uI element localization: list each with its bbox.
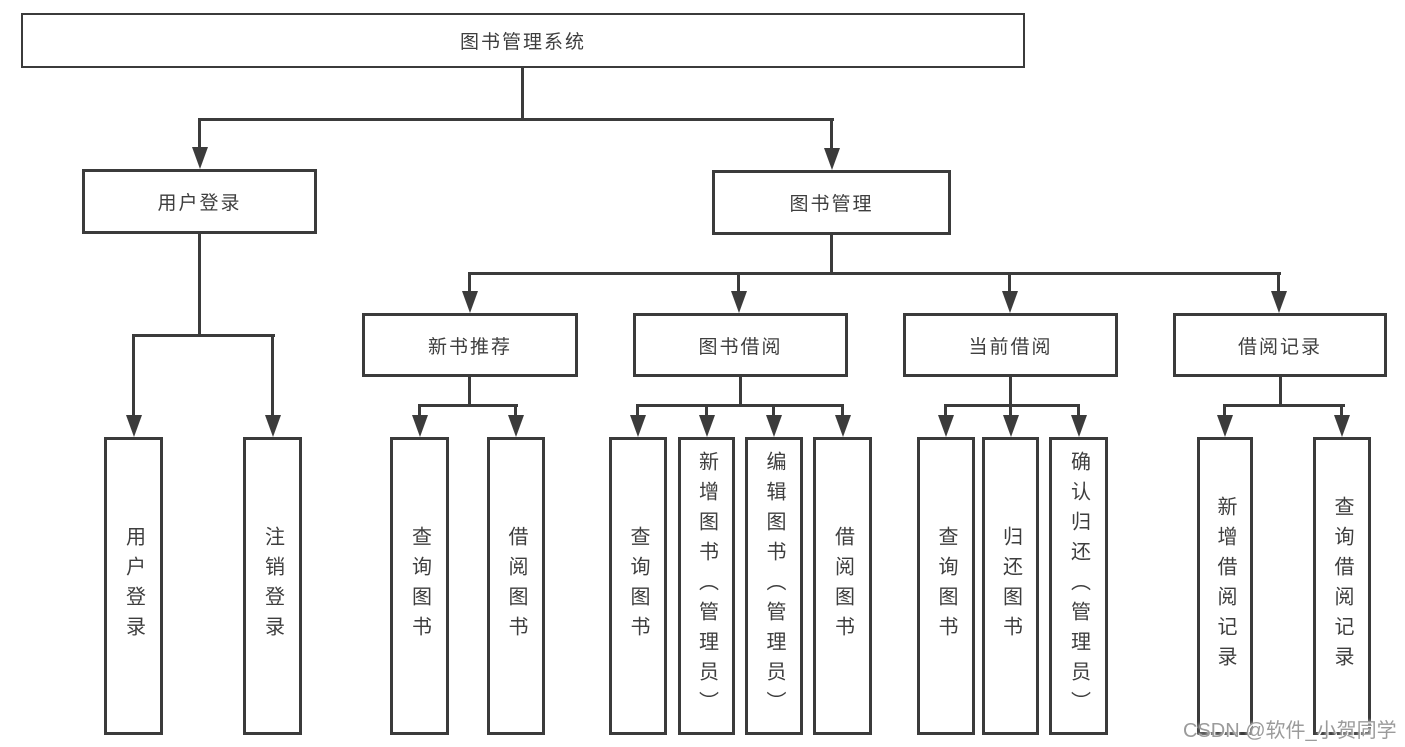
arrowhead-down-icon	[265, 415, 281, 437]
connector-to-current-borrow	[1008, 275, 1011, 293]
leaf-borrow-edit-books-admin-label: 编辑图书（管理员）	[763, 451, 785, 721]
node-current-borrow: 当前借阅	[903, 313, 1118, 377]
leaf-current-query-books-label: 查询图书	[935, 526, 957, 646]
arrowhead-down-icon	[731, 291, 747, 313]
arrowhead-down-icon	[1071, 415, 1087, 437]
connector-to-leaf-cb-query	[944, 407, 947, 415]
arrowhead-down-icon	[766, 415, 782, 437]
connector-book-management-crossbar	[468, 272, 1281, 275]
node-borrow-record-label: 借阅记录	[1237, 336, 1322, 358]
connector-root-to-user-login	[198, 121, 201, 149]
leaf-user-login-label: 用户登录	[122, 526, 145, 646]
connector-borrow-record-stem	[1279, 377, 1282, 406]
leaf-logout-label: 注销登录	[261, 526, 284, 646]
connector-root-to-book-management	[830, 121, 833, 150]
connector-to-leaf-cb-return	[1009, 407, 1012, 415]
node-book-management-label: 图书管理	[789, 194, 874, 215]
arrowhead-down-icon	[412, 415, 428, 437]
csdn-watermark: CSDN @软件_小贺同学	[1183, 720, 1397, 742]
leaf-record-add-record-label: 新增借阅记录	[1214, 496, 1236, 676]
arrowhead-down-icon	[508, 415, 524, 437]
connector-user-login-crossbar	[132, 334, 275, 337]
leaf-record-add-record: 新增借阅记录	[1197, 437, 1253, 735]
node-new-book-recommend: 新书推荐	[362, 313, 578, 377]
connector-root-crossbar	[198, 118, 834, 121]
arrowhead-down-icon	[126, 415, 142, 437]
leaf-current-confirm-return-admin: 确认归还（管理员）	[1049, 437, 1108, 735]
arrowhead-down-icon	[192, 147, 208, 169]
arrowhead-down-icon	[824, 148, 840, 170]
arrowhead-down-icon	[1334, 415, 1350, 437]
connector-to-leaf-cb-confirm	[1077, 407, 1080, 415]
node-new-book-recommend-label: 新书推荐	[427, 336, 512, 358]
node-current-borrow-label: 当前借阅	[968, 336, 1053, 358]
node-root: 图书管理系统	[21, 13, 1025, 68]
leaf-current-return-books: 归还图书	[982, 437, 1039, 735]
connector-new-book-crossbar	[418, 404, 518, 407]
leaf-current-query-books: 查询图书	[917, 437, 975, 735]
node-book-borrow: 图书借阅	[633, 313, 848, 377]
arrowhead-down-icon	[1003, 415, 1019, 437]
leaf-borrow-borrow-books: 借阅图书	[813, 437, 872, 735]
connector-to-leaf-nb-borrow	[514, 407, 517, 415]
leaf-borrow-add-books-admin: 新增图书（管理员）	[678, 437, 735, 735]
connector-current-borrow-stem	[1009, 377, 1012, 406]
connector-to-leaf-user-login	[132, 337, 135, 415]
node-borrow-record: 借阅记录	[1173, 313, 1387, 377]
leaf-borrow-borrow-books-label: 借阅图书	[831, 526, 854, 646]
leaf-user-login: 用户登录	[104, 437, 163, 735]
node-user-login-label: 用户登录	[157, 193, 242, 214]
leaf-borrow-edit-books-admin: 编辑图书（管理员）	[745, 437, 803, 735]
leaf-current-confirm-return-admin-label: 确认归还（管理员）	[1067, 451, 1090, 721]
arrowhead-down-icon	[699, 415, 715, 437]
leaf-current-return-books-label: 归还图书	[999, 526, 1022, 646]
connector-book-borrow-crossbar	[636, 404, 844, 407]
connector-current-borrow-crossbar	[944, 404, 1080, 407]
leaf-borrow-query-books-label: 查询图书	[627, 526, 649, 646]
connector-to-borrow-record	[1277, 275, 1280, 293]
connector-to-leaf-bb-query	[636, 407, 639, 415]
leaf-logout: 注销登录	[243, 437, 302, 735]
leaf-borrow-query-books: 查询图书	[609, 437, 667, 735]
arrowhead-down-icon	[462, 291, 478, 313]
connector-book-management-stem	[830, 235, 833, 275]
connector-to-leaf-bb-borrow	[841, 407, 844, 415]
connector-borrow-record-crossbar	[1223, 404, 1345, 407]
leaf-newbook-query-books-label: 查询图书	[408, 526, 431, 646]
leaf-record-query-record: 查询借阅记录	[1313, 437, 1371, 735]
connector-to-leaf-bb-add	[705, 407, 708, 415]
leaf-record-query-record-label: 查询借阅记录	[1331, 496, 1353, 676]
arrowhead-down-icon	[1002, 291, 1018, 313]
arrowhead-down-icon	[938, 415, 954, 437]
node-root-label: 图书管理系统	[459, 32, 586, 53]
connector-to-leaf-bb-edit	[772, 407, 775, 415]
arrowhead-down-icon	[1271, 291, 1287, 313]
connector-to-leaf-br-add	[1223, 407, 1226, 415]
arrowhead-down-icon	[630, 415, 646, 437]
leaf-newbook-borrow-books: 借阅图书	[487, 437, 545, 735]
connector-to-leaf-logout	[271, 337, 274, 415]
connector-to-leaf-nb-query	[418, 407, 421, 415]
leaf-borrow-add-books-admin-label: 新增图书（管理员）	[695, 451, 718, 721]
connector-new-book-stem	[468, 377, 471, 406]
leaf-newbook-borrow-books-label: 借阅图书	[505, 526, 527, 646]
node-user-login: 用户登录	[82, 169, 317, 234]
connector-root-stem	[521, 68, 524, 121]
connector-to-new-book-recommend	[468, 275, 471, 293]
leaf-newbook-query-books: 查询图书	[390, 437, 449, 735]
connector-book-borrow-stem	[739, 377, 742, 406]
connector-user-login-stem	[198, 234, 201, 337]
node-book-borrow-label: 图书借阅	[698, 336, 783, 358]
arrowhead-down-icon	[1217, 415, 1233, 437]
connector-to-book-borrow	[737, 275, 740, 293]
connector-to-leaf-br-query	[1340, 407, 1343, 415]
arrowhead-down-icon	[835, 415, 851, 437]
node-book-management: 图书管理	[712, 170, 951, 235]
